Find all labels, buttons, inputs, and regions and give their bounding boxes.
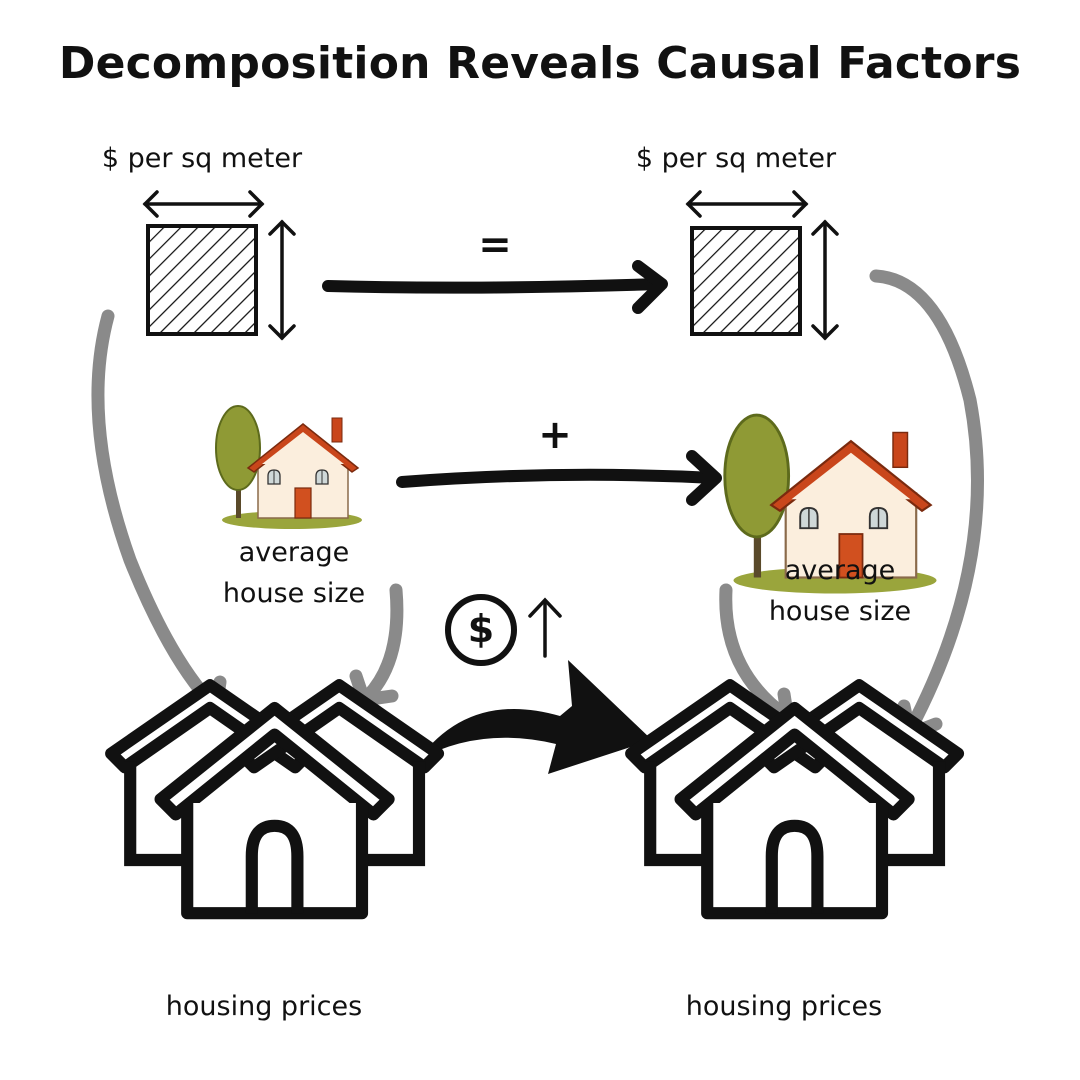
double-arrow-vertical-icon [811,219,839,341]
price-per-area-square-left [142,190,296,341]
equal-operator: = [478,222,512,268]
house-size-label-right-line1: average [784,555,896,586]
housing-prices-label-right: housing prices [685,991,883,1022]
house-size-label-left: average house size [180,532,408,614]
price-increase-transition-arrow [418,660,652,774]
double-arrow-horizontal-icon [685,190,809,218]
house-size-label-right-line2: house size [768,596,912,627]
dollar-symbol: $ [467,607,495,651]
price-per-area-label-right: $ per sq meter [635,143,837,174]
equal-change-arrow [322,260,668,314]
house-size-illustration-left [215,405,363,530]
dollar-coin-icon [445,594,517,666]
double-arrow-horizontal-icon [142,190,265,218]
plus-operator: + [538,412,572,458]
price-per-area-square-right [685,190,839,341]
house-size-label-right: average house size [726,550,954,632]
housing-prices-label-left: housing prices [165,991,363,1022]
housing-cluster-left [111,685,438,913]
double-arrow-vertical-icon [268,219,296,341]
house-size-label-left-line1: average [238,537,350,568]
page-title: Decomposition Reveals Causal Factors [58,38,1022,89]
gray-arrow-left-outer [91,309,227,715]
housing-cluster-right [631,685,958,913]
house-size-label-left-line2: house size [222,578,366,609]
increase-change-arrow [396,450,722,506]
price-per-area-label-left: $ per sq meter [101,143,303,174]
arrow-up-icon [528,597,562,658]
